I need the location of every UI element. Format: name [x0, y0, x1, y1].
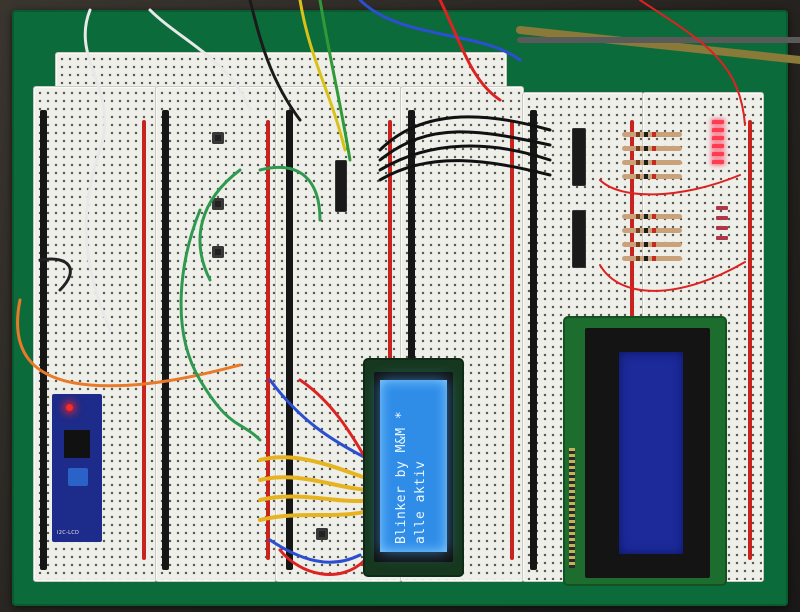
resistor [622, 214, 682, 219]
led-bar-segment [712, 136, 724, 140]
power-led-icon [66, 404, 73, 411]
power-rail-red [748, 120, 752, 560]
lcd-16x2-display: Blinker by M&M * alle aktiv [365, 360, 462, 575]
push-button [212, 132, 224, 144]
power-rail-black [530, 110, 537, 570]
power-rail-red [510, 120, 514, 560]
resistor [622, 132, 682, 137]
header-pins [569, 448, 575, 568]
resistor [622, 160, 682, 165]
led-bar-segment [712, 160, 724, 164]
i2c-module-label: I2C-LCD [57, 530, 80, 536]
led-bar-segment [716, 226, 728, 230]
push-button [212, 246, 224, 258]
power-rail-black [40, 110, 47, 570]
led-bar-segment [712, 144, 724, 148]
led-bar-segment [712, 120, 724, 124]
ic-chip [335, 160, 347, 212]
resistor [622, 242, 682, 247]
resistor [622, 256, 682, 261]
resistor [622, 146, 682, 151]
lcd-20x4-screen [619, 352, 683, 554]
power-rail-red [388, 120, 392, 560]
led-bar-segment [716, 216, 728, 220]
led-bar-segment [712, 128, 724, 132]
resistor [622, 228, 682, 233]
push-button [212, 198, 224, 210]
lcd-20x4-display [565, 318, 725, 584]
i2c-lcd-adapter: I2C-LCD [52, 394, 102, 542]
led-bar-segment [716, 206, 728, 210]
contrast-potentiometer [68, 468, 88, 486]
push-button [316, 528, 328, 540]
lcd-16x2-screen: Blinker by M&M * alle aktiv [380, 380, 447, 552]
lcd-line-1: Blinker by M&M * [394, 410, 409, 544]
ic-chip [572, 128, 586, 186]
power-rail-red [142, 120, 146, 560]
power-rail-black [286, 110, 293, 570]
power-rail-black [162, 110, 169, 570]
lcd-line-2: alle aktiv [413, 460, 428, 544]
breadboard-2 [155, 86, 277, 582]
led-bar-segment [716, 236, 728, 240]
led-bar-segment [712, 152, 724, 156]
ic-chip [572, 210, 586, 268]
lcd-16x2-bezel: Blinker by M&M * alle aktiv [374, 372, 453, 562]
resistor [622, 174, 682, 179]
i2c-chip [64, 430, 90, 458]
breadboard-top-strip [55, 52, 507, 92]
power-rail-red [266, 120, 270, 560]
power-rail-black [408, 110, 415, 570]
lcd-16x2-text: Blinker by M&M * alle aktiv [380, 380, 447, 552]
